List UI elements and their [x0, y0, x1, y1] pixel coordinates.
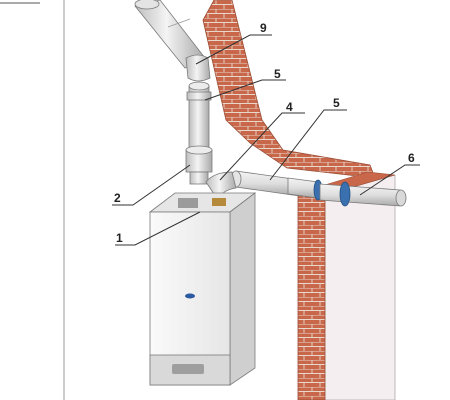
- boiler-display: [172, 364, 204, 374]
- callout-6: 6: [408, 151, 415, 165]
- brick-chimney-strip: [202, 0, 376, 179]
- wall-face: [324, 174, 396, 400]
- callout-1: 1: [116, 231, 123, 245]
- callout-5-horizontal: 5: [333, 96, 340, 110]
- brick-wall-section: [297, 192, 326, 400]
- boiler-logo: [185, 293, 195, 299]
- pipe-elbow: [185, 54, 211, 82]
- callout-2: 2: [114, 191, 121, 205]
- vertical-flue-pipe: [185, 81, 213, 185]
- callout-leaders: [112, 34, 420, 246]
- callout-4: 4: [286, 100, 293, 114]
- outer-seal-ring: [339, 181, 351, 207]
- boiler-unit: [148, 192, 257, 386]
- callout-9: 9: [260, 21, 267, 35]
- callout-5-vertical: 5: [274, 67, 281, 81]
